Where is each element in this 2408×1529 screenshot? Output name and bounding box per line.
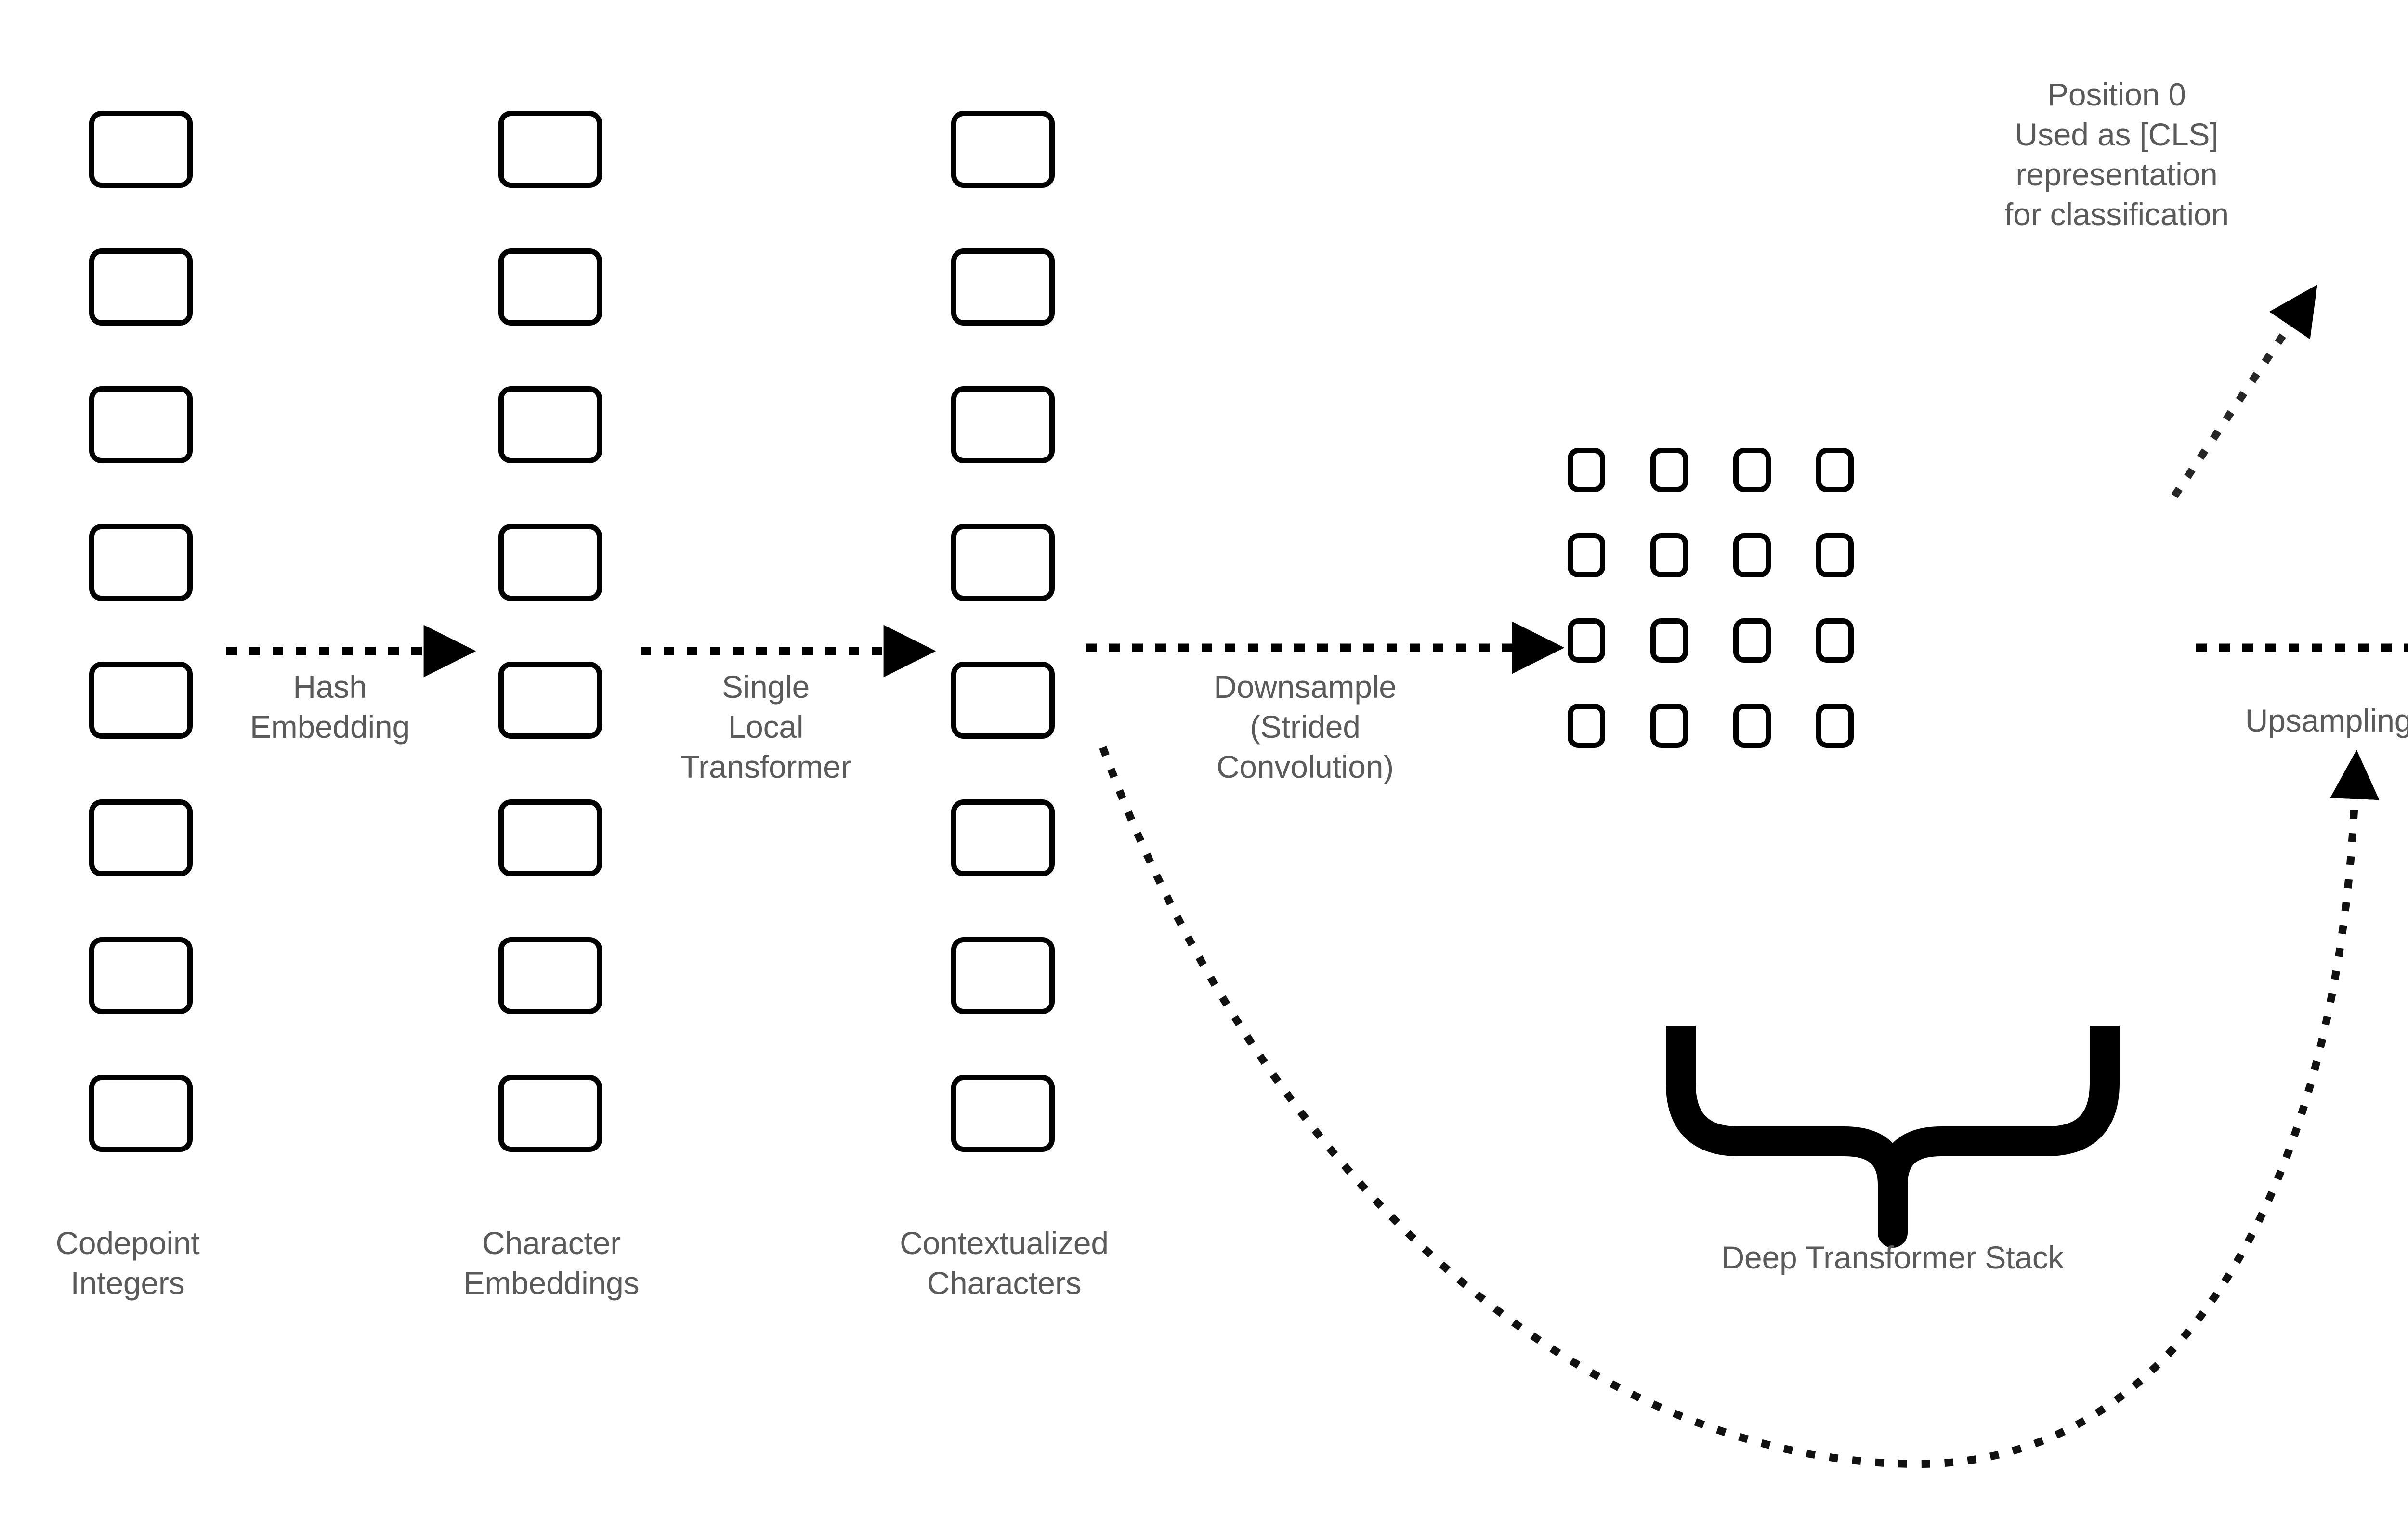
token-box — [89, 1075, 193, 1152]
token-box — [498, 662, 602, 739]
token-box — [951, 386, 1055, 463]
token-box — [89, 799, 193, 876]
caption-codepoint-integers: Codepoint Integers — [55, 1225, 200, 1301]
token-box — [951, 111, 1055, 188]
grid-token-box — [1568, 533, 1605, 577]
label-downsample: Downsample (Strided Convolution) — [1214, 669, 1397, 785]
token-box — [498, 937, 602, 1014]
arrow-residual-skip-curve — [1099, 746, 2380, 1468]
token-box — [498, 386, 602, 463]
grid-token-box — [1816, 448, 1854, 492]
token-box — [951, 937, 1055, 1014]
token-box — [89, 386, 193, 463]
token-box — [951, 662, 1055, 739]
grid-token-box — [1816, 618, 1854, 663]
grid-token-box — [1733, 533, 1771, 577]
token-box — [89, 937, 193, 1014]
token-box — [89, 662, 193, 739]
label-single-local-transformer: Single Local Transformer — [680, 669, 851, 785]
grid-token-box — [1650, 618, 1688, 663]
caption-character-embeddings: Character Embeddings — [463, 1225, 640, 1301]
annotation-position-zero-cls: Position 0 Used as [CLS] representation … — [2004, 77, 2229, 233]
label-upsampling: Upsampling — [2245, 703, 2408, 738]
token-box — [498, 524, 602, 601]
token-box — [951, 248, 1055, 326]
deep-stack-brace — [1666, 1026, 2120, 1248]
grid-token-box — [1568, 618, 1605, 663]
grid-token-box — [1733, 448, 1771, 492]
caption-deep-transformer-stack: Deep Transformer Stack — [1721, 1240, 2064, 1275]
token-box — [89, 524, 193, 601]
token-box — [951, 1075, 1055, 1152]
token-box — [498, 111, 602, 188]
grid-token-box — [1733, 704, 1771, 748]
grid-token-box — [1650, 448, 1688, 492]
grid-token-box — [1650, 704, 1688, 748]
token-box — [951, 524, 1055, 601]
label-hash-embedding: Hash Embedding — [249, 669, 410, 745]
grid-token-box — [1568, 448, 1605, 492]
token-box — [498, 1075, 602, 1152]
token-box — [89, 248, 193, 326]
token-box — [951, 799, 1055, 876]
grid-token-box — [1816, 704, 1854, 748]
token-box — [498, 799, 602, 876]
grid-token-box — [1816, 533, 1854, 577]
token-box — [498, 248, 602, 326]
caption-contextualized-characters: Contextualized Characters — [900, 1225, 1109, 1301]
token-box — [89, 111, 193, 188]
grid-token-box — [1650, 533, 1688, 577]
arrow-cls-callout — [2171, 285, 2317, 498]
grid-token-box — [1568, 704, 1605, 748]
grid-token-box — [1733, 618, 1771, 663]
